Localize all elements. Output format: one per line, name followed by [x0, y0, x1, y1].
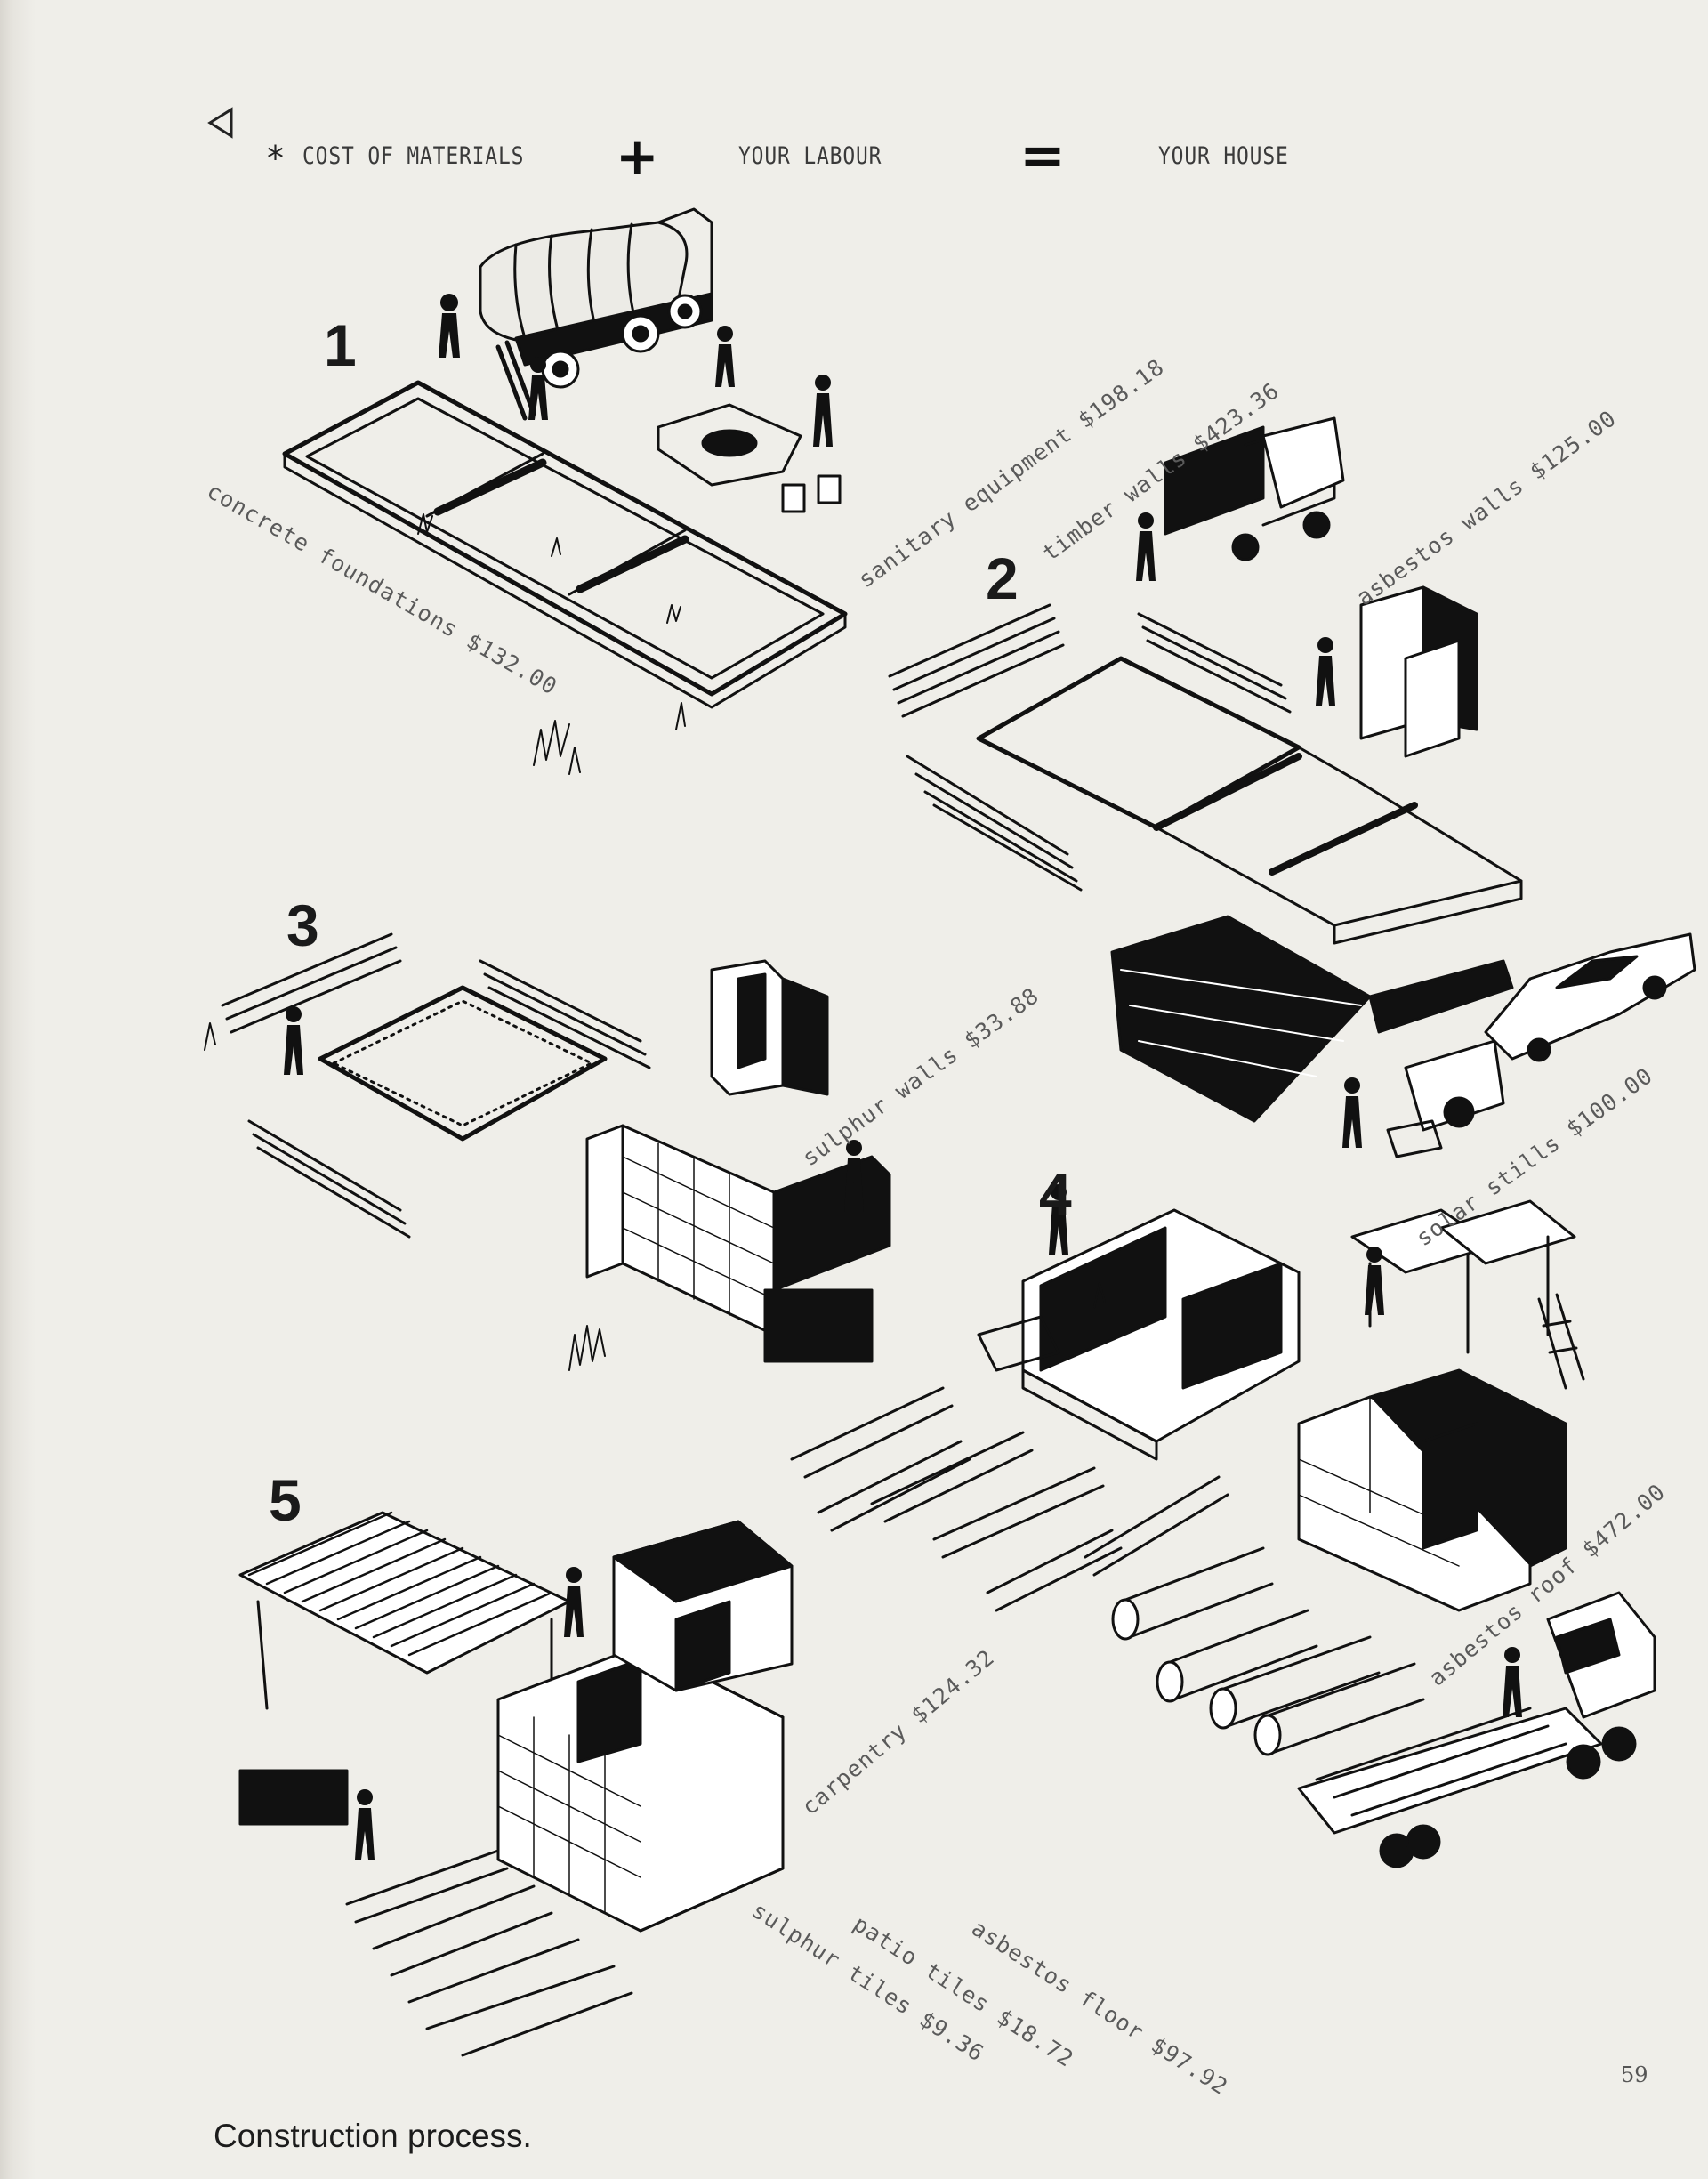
triangle-marker-icon: [207, 107, 233, 139]
step-2-number: 2: [986, 545, 1019, 611]
foundation-frame-step1: [282, 380, 848, 775]
cost-equation: * COST OF MATERIALS + YOUR LABOUR = YOUR…: [0, 123, 1708, 188]
plus-symbol: +: [616, 126, 659, 187]
car: [1484, 932, 1696, 1062]
your-house-label: YOUR HOUSE: [1158, 142, 1289, 170]
sulphur-block-yard: [1110, 915, 1514, 1123]
shed-step3: [710, 959, 829, 1096]
cost-of-materials-label: COST OF MATERIALS: [302, 142, 525, 170]
pipes: [1111, 1546, 1425, 1756]
delivery-truck-step2: [1164, 416, 1345, 561]
forklift-step3: [1386, 1039, 1505, 1158]
asbestos-shed-step2: [1359, 585, 1478, 758]
solar-stills-step4: [1350, 1199, 1585, 1390]
slab-step3: [221, 932, 651, 1239]
page-number: 59: [1621, 2062, 1648, 2087]
your-labour-label: YOUR LABOUR: [738, 142, 882, 170]
workers-step5: [284, 512, 1522, 1860]
block-room-step4: [1297, 1368, 1567, 1612]
roof-sheets-step4: [790, 1386, 1229, 1612]
timber-house-step4: [977, 1208, 1301, 1461]
finished-house-step5: [238, 1511, 794, 1933]
figure-caption: Construction process.: [214, 2118, 532, 2154]
septic-pit: [657, 403, 842, 513]
asterisk-symbol: *: [267, 139, 284, 178]
equals-symbol: =: [1019, 123, 1066, 188]
step-3-number: 3: [286, 892, 319, 958]
cement-mixer-truck: [479, 207, 713, 421]
step-5-number: 5: [269, 1467, 302, 1533]
sulphur-block-walls-step3: [585, 1124, 891, 1363]
step-4-number: 4: [1039, 1161, 1072, 1227]
sulphur-tiles-step5: [238, 1769, 633, 2057]
pipe-truck: [1297, 1591, 1656, 1868]
step-1-number: 1: [324, 312, 357, 378]
timber-frame-step2: [888, 603, 1523, 945]
